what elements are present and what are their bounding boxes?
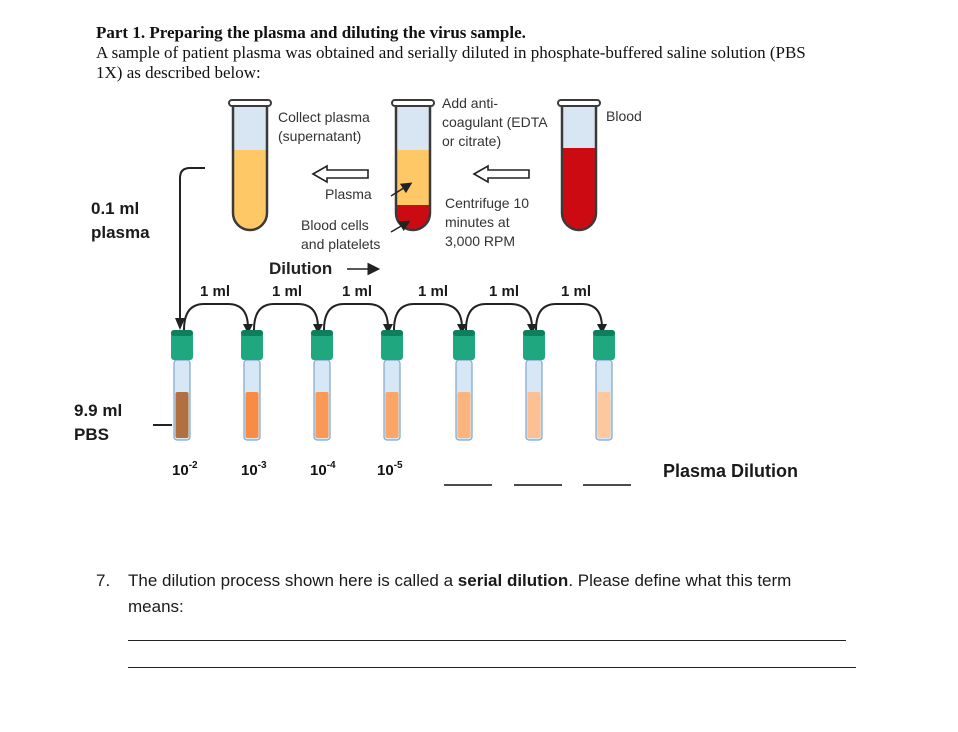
dilution-tube-cap-1: [171, 330, 193, 360]
intro-line-2: 1X) as described below:: [96, 63, 261, 82]
transfer-label-6: 1 ml: [561, 283, 592, 300]
blood-cells-label: Blood cells and platelets: [301, 217, 381, 252]
dilution-tube-4: [381, 330, 403, 441]
plasma-amount-label: 0.1 ml plasma: [91, 199, 150, 242]
dilution-tube-cap-2: [241, 330, 263, 360]
part-title: Part 1. Preparing the plasma and dilutin…: [96, 23, 526, 42]
centrifuge-arrow-icon: [472, 164, 530, 184]
question-text: The dilution process shown here is calle…: [128, 571, 792, 590]
dilution-tube-3: [311, 330, 333, 441]
blood-tube: [557, 99, 601, 232]
plasma-pointer-arrow: [390, 182, 413, 197]
dilution-tube-7: [593, 330, 615, 441]
centrifuged-tube: [391, 99, 435, 232]
transfer-arrowheads: [243, 324, 607, 334]
dilution-factor-2: 10-3: [241, 460, 267, 479]
transfer-label-1: 1 ml: [200, 283, 231, 300]
dilution-tube-cap-7: [593, 330, 615, 360]
pbs-amount-label: 9.9 ml PBS: [74, 401, 123, 444]
transfer-label-2: 1 ml: [272, 283, 303, 300]
centrifuged-plasma-fill: [396, 150, 430, 208]
dilution-tube-liquid-2: [245, 392, 259, 438]
dilution-tube-5: [453, 330, 475, 441]
dilution-tube-liquid-7: [597, 392, 611, 438]
dilution-factor-4: 10-5: [377, 460, 403, 479]
anticoagulant-label: Add anti- coagulant (EDTA or citrate): [442, 95, 548, 149]
dilution-label: Dilution: [269, 259, 333, 278]
question-text-line-2: means:: [128, 597, 184, 616]
blood-label: Blood: [606, 108, 642, 124]
blood-fill: [562, 148, 596, 230]
dilution-tube-2: [241, 330, 263, 441]
plasma-fill: [233, 150, 267, 230]
question-number: 7.: [96, 571, 111, 590]
plasma-label: Plasma: [325, 186, 372, 202]
dilution-tube-cap-5: [453, 330, 475, 360]
dilution-tubes: [171, 330, 615, 441]
dilution-tube-liquid-5: [457, 392, 471, 438]
dilution-tube-1: [171, 330, 193, 441]
dilution-tube-liquid-6: [527, 392, 541, 438]
dilution-tube-liquid-1: [175, 392, 189, 438]
answer-line-2[interactable]: [128, 667, 856, 668]
transfer-arcs: [183, 303, 603, 331]
plasma-transfer-line: [179, 167, 205, 322]
transfer-label-4: 1 ml: [418, 283, 449, 300]
transfer-label-5: 1 ml: [489, 283, 520, 300]
collect-plasma-label: Collect plasma (supernatant): [278, 109, 370, 144]
dilution-factor-3: 10-4: [310, 460, 336, 479]
dilution-tube-cap-6: [523, 330, 545, 360]
collect-arrow-icon: [311, 164, 369, 184]
transfer-label-3: 1 ml: [342, 283, 373, 300]
intro-text: A sample of patient plasma was obtained …: [96, 43, 916, 83]
dilution-tube-liquid-3: [315, 392, 329, 438]
dilution-factor-1: 10-2: [172, 460, 198, 479]
dilution-tube-cap-3: [311, 330, 333, 360]
plasma-dilution-label: Plasma Dilution: [663, 461, 799, 481]
centrifuge-label: Centrifuge 10 minutes at 3,000 RPM: [445, 195, 530, 249]
cells-pointer-arrow: [390, 220, 411, 233]
dilution-tube-6: [523, 330, 545, 441]
dilution-tube-cap-4: [381, 330, 403, 360]
answer-line-1[interactable]: [128, 640, 846, 641]
intro-line-1: A sample of patient plasma was obtained …: [96, 43, 806, 62]
dilution-tube-liquid-4: [385, 392, 399, 438]
plasma-tube: [228, 99, 272, 232]
serial-dilution-term: serial dilution: [457, 571, 569, 590]
